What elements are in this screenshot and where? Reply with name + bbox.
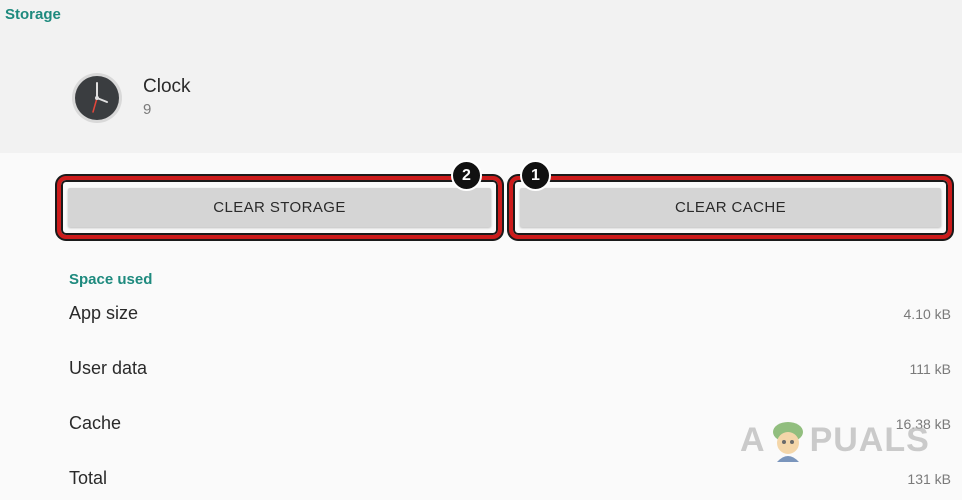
app-size-row: App size 4.10 kB bbox=[69, 303, 951, 333]
clear-storage-highlight: CLEAR STORAGE bbox=[57, 176, 502, 239]
user-data-row: User data 111 kB bbox=[69, 358, 951, 388]
step-badge-1: 1 bbox=[520, 160, 551, 191]
space-used-title: Space used bbox=[69, 271, 153, 288]
step-badge-2: 2 bbox=[451, 160, 482, 191]
watermark-text-right: PUALS bbox=[809, 420, 930, 459]
row-value: 16.38 kB bbox=[895, 416, 951, 432]
row-label: Total bbox=[69, 468, 108, 488]
row-label: App size bbox=[69, 303, 139, 323]
app-version: 9 bbox=[143, 101, 152, 118]
row-value: 111 kB bbox=[909, 361, 951, 377]
clear-cache-highlight: CLEAR CACHE bbox=[509, 176, 952, 239]
clock-icon bbox=[72, 73, 122, 123]
row-value: 4.10 kB bbox=[903, 306, 951, 322]
watermark-text-left: A bbox=[740, 420, 766, 459]
row-value: 131 kB bbox=[907, 471, 951, 487]
clear-cache-button[interactable]: CLEAR CACHE bbox=[520, 188, 941, 227]
cache-row: Cache 16.38 kB bbox=[69, 413, 951, 443]
app-name: Clock bbox=[143, 76, 191, 97]
total-row: Total 131 kB bbox=[69, 468, 951, 498]
mascot-icon bbox=[772, 422, 803, 462]
app-header: Storage Clock 9 bbox=[0, 0, 962, 153]
page-title: Storage bbox=[5, 6, 61, 23]
row-label: User data bbox=[69, 358, 148, 378]
clear-storage-button[interactable]: CLEAR STORAGE bbox=[68, 188, 491, 227]
row-label: Cache bbox=[69, 413, 122, 433]
watermark-logo: A PUALS bbox=[740, 418, 930, 462]
